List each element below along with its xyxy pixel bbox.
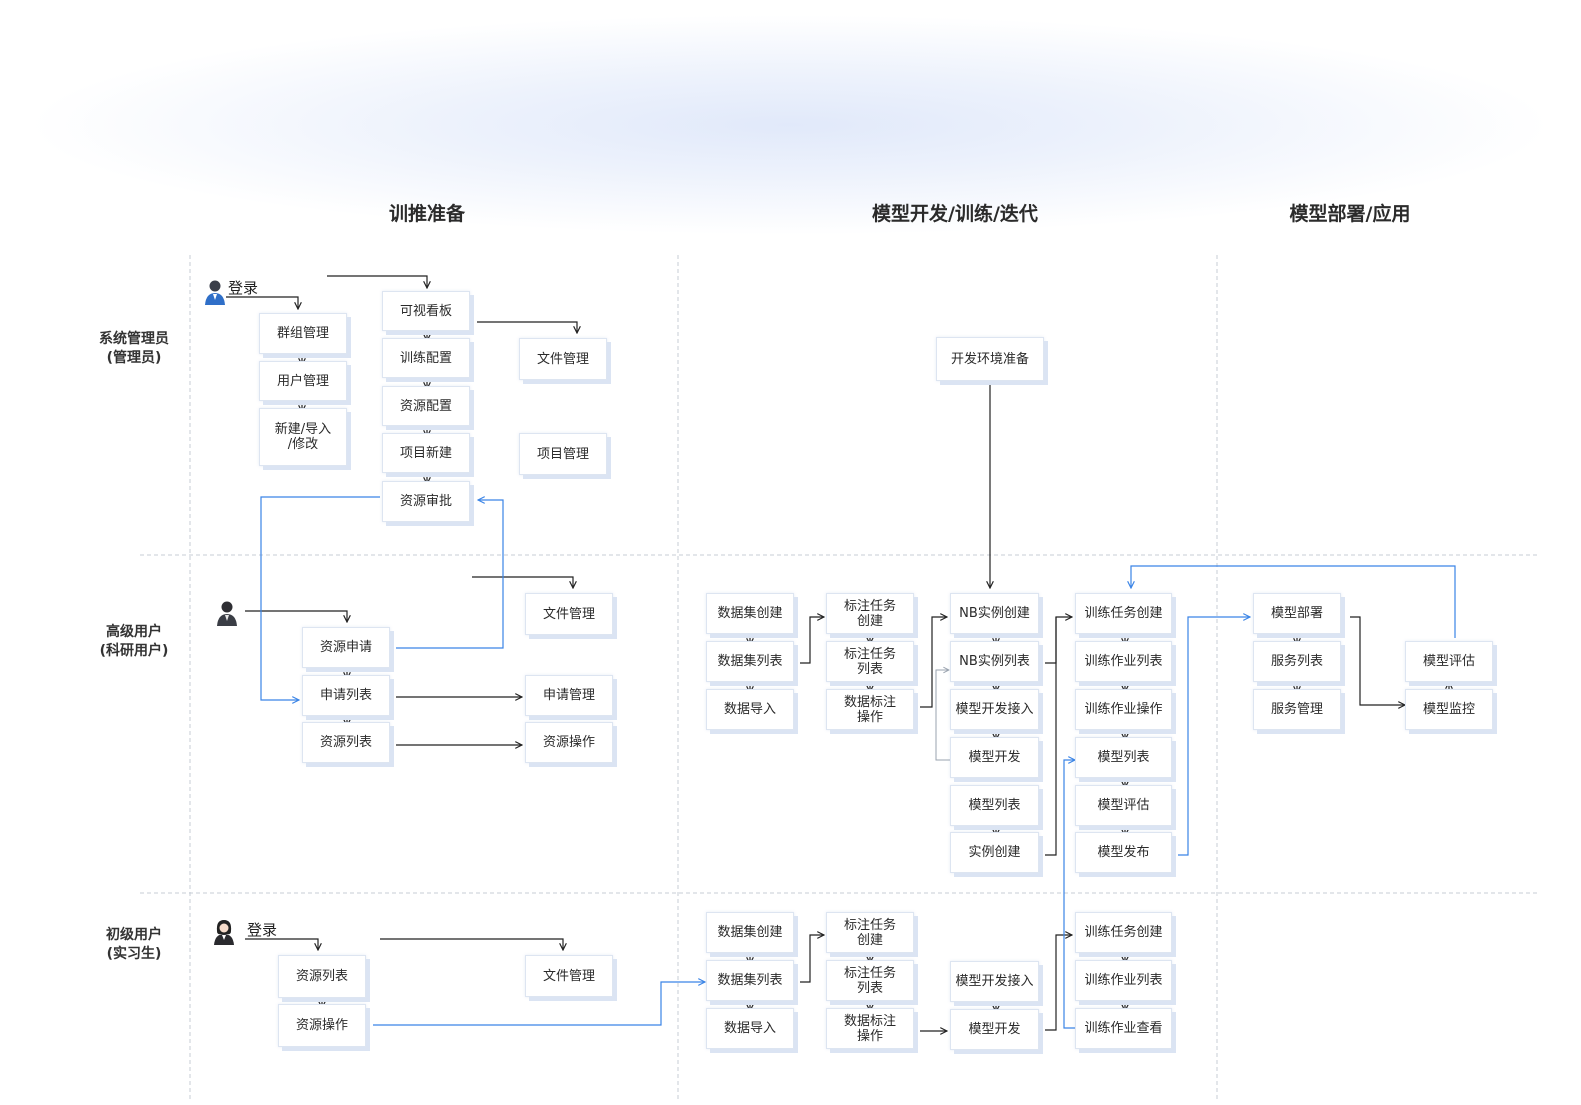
senior-train-task-create-box[interactable]: 训练任务创建 — [1075, 593, 1172, 634]
role-senior-sub: (科研用户) — [99, 643, 169, 659]
role-admin-name: 系统管理员 — [99, 331, 169, 347]
deploy-model-eval-box[interactable]: 模型评估 — [1405, 641, 1493, 682]
admin-user-icon — [205, 280, 225, 305]
black-flow — [226, 275, 1449, 1031]
senior-dataset-list-box[interactable]: 数据集列表 — [706, 641, 794, 682]
junior-data-import-box[interactable]: 数据导入 — [706, 1008, 794, 1049]
service-list-box[interactable]: 服务列表 — [1253, 641, 1341, 682]
senior-resource-list-box[interactable]: 资源列表 — [302, 722, 390, 763]
lane-dividers — [140, 255, 1540, 1100]
junior-label-task-list-box[interactable]: 标注任务 列表 — [826, 960, 914, 1001]
role-junior: 初级用户 (实习生) — [79, 926, 189, 964]
blue-flow — [260, 497, 1456, 1029]
junior-resource-op-box[interactable]: 资源操作 — [278, 1004, 366, 1047]
grey-flow — [935, 670, 950, 761]
junior-login-label: 登录 — [247, 921, 278, 939]
senior-label-task-list-box[interactable]: 标注任务 列表 — [826, 641, 914, 682]
role-admin-sub: (管理员) — [106, 350, 162, 366]
junior-train-task-create-box[interactable]: 训练任务创建 — [1075, 912, 1172, 953]
resource-config-box[interactable]: 资源配置 — [382, 386, 470, 426]
train-model-list-box[interactable]: 模型列表 — [1075, 737, 1172, 778]
project-new-box[interactable]: 项目新建 — [382, 433, 470, 473]
apply-mgmt-box[interactable]: 申请管理 — [525, 675, 613, 716]
junior-file-mgmt-box[interactable]: 文件管理 — [525, 955, 613, 997]
nb-instance-create-box[interactable]: NB实例创建 — [950, 593, 1039, 634]
junior-dataset-list-box[interactable]: 数据集列表 — [706, 960, 794, 1001]
senior-model-dev-box[interactable]: 模型开发 — [950, 737, 1039, 778]
junior-model-dev-box[interactable]: 模型开发 — [950, 1009, 1039, 1050]
resource-approve-box[interactable]: 资源审批 — [382, 481, 470, 522]
junior-model-dev-access-box[interactable]: 模型开发接入 — [950, 961, 1039, 1002]
header-glow — [0, 0, 1581, 330]
model-monitor-box[interactable]: 模型监控 — [1405, 689, 1493, 730]
user-mgmt-box[interactable]: 用户管理 — [259, 361, 347, 401]
admin-file-mgmt-box[interactable]: 文件管理 — [519, 338, 607, 380]
senior-user-icon — [217, 601, 237, 626]
stage-title-deploy: 模型部署/应用 — [1289, 203, 1411, 225]
senior-data-label-op-box[interactable]: 数据标注 操作 — [826, 689, 914, 730]
senior-model-dev-access-box[interactable]: 模型开发接入 — [950, 689, 1039, 730]
stage-title-develop: 模型开发/训练/迭代 — [872, 203, 1038, 225]
junior-label-task-create-box[interactable]: 标注任务 创建 — [826, 912, 914, 953]
model-deploy-box[interactable]: 模型部署 — [1253, 593, 1341, 634]
train-config-box[interactable]: 训练配置 — [382, 338, 470, 378]
junior-user-icon — [214, 920, 234, 945]
senior-model-list-box[interactable]: 模型列表 — [950, 785, 1039, 826]
senior-data-import-box[interactable]: 数据导入 — [706, 689, 794, 730]
train-job-op-box[interactable]: 训练作业操作 — [1075, 689, 1172, 730]
junior-train-job-list-box[interactable]: 训练作业列表 — [1075, 960, 1172, 1001]
service-mgmt-box[interactable]: 服务管理 — [1253, 689, 1341, 730]
role-senior-name: 高级用户 — [106, 624, 162, 640]
project-mgmt-box[interactable]: 项目管理 — [519, 433, 607, 475]
senior-file-mgmt-box[interactable]: 文件管理 — [525, 593, 613, 635]
instance-create-box[interactable]: 实例创建 — [950, 832, 1039, 873]
junior-data-label-op-box[interactable]: 数据标注 操作 — [826, 1008, 914, 1049]
train-job-view-box[interactable]: 训练作业查看 — [1075, 1008, 1172, 1049]
role-junior-sub: (实习生) — [106, 946, 162, 962]
model-release-box[interactable]: 模型发布 — [1075, 832, 1172, 873]
resource-apply-box[interactable]: 资源申请 — [302, 627, 390, 668]
group-mgmt-box[interactable]: 群组管理 — [259, 313, 347, 354]
role-senior: 高级用户 (科研用户) — [79, 623, 189, 661]
senior-resource-op-box[interactable]: 资源操作 — [525, 722, 613, 763]
junior-resource-list-box[interactable]: 资源列表 — [278, 955, 366, 998]
senior-train-job-list-box[interactable]: 训练作业列表 — [1075, 641, 1172, 682]
dev-env-box[interactable]: 开发环境准备 — [936, 337, 1044, 381]
role-junior-name: 初级用户 — [106, 927, 162, 943]
admin-login-label: 登录 — [228, 279, 259, 297]
senior-label-task-create-box[interactable]: 标注任务 创建 — [826, 593, 914, 634]
role-admin: 系统管理员 (管理员) — [79, 330, 189, 368]
stage-title-prepare: 训推准备 — [388, 203, 465, 225]
new-import-box[interactable]: 新建/导入 /修改 — [259, 408, 347, 466]
junior-dataset-create-box[interactable]: 数据集创建 — [706, 912, 794, 953]
train-model-eval-box[interactable]: 模型评估 — [1075, 785, 1172, 826]
apply-list-box[interactable]: 申请列表 — [302, 675, 390, 716]
dashboard-box[interactable]: 可视看板 — [382, 291, 470, 331]
nb-instance-list-box[interactable]: NB实例列表 — [950, 641, 1039, 682]
senior-dataset-create-box[interactable]: 数据集创建 — [706, 593, 794, 634]
